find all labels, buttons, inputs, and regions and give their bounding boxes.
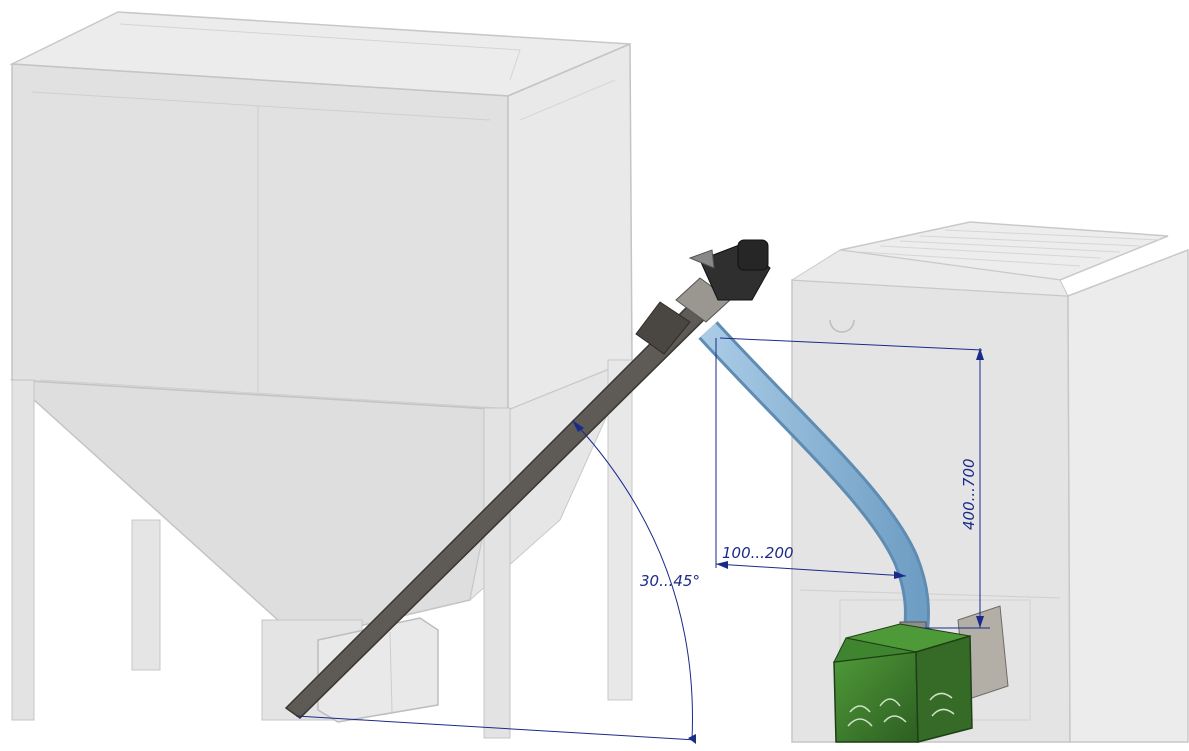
pellet-burner [833, 605, 1009, 743]
hopper-front-face [11, 63, 509, 411]
auger-intake-box [317, 617, 439, 723]
auger-conveyor [284, 239, 771, 719]
angle-arc [575, 423, 693, 741]
hopper-leg [11, 379, 35, 721]
hopper-leg [131, 519, 161, 671]
dimension-lines [295, 337, 990, 744]
vertical-dimension-label: 400...700 [960, 458, 978, 530]
hopper-leg [607, 359, 633, 701]
boiler-side-face [1067, 248, 1189, 743]
auger-motor [688, 239, 771, 301]
hopper-leg [483, 407, 511, 739]
angle-baseline [295, 715, 697, 741]
angle-dimension-label: 30...45° [640, 572, 700, 590]
pellet-hopper [9, 11, 633, 739]
burner-front [833, 651, 919, 743]
horizontal-dimension-label: 100...200 [722, 544, 794, 562]
burner-side [915, 635, 973, 743]
hopper-funnel [9, 379, 509, 641]
horizontal-dimension [715, 563, 907, 577]
